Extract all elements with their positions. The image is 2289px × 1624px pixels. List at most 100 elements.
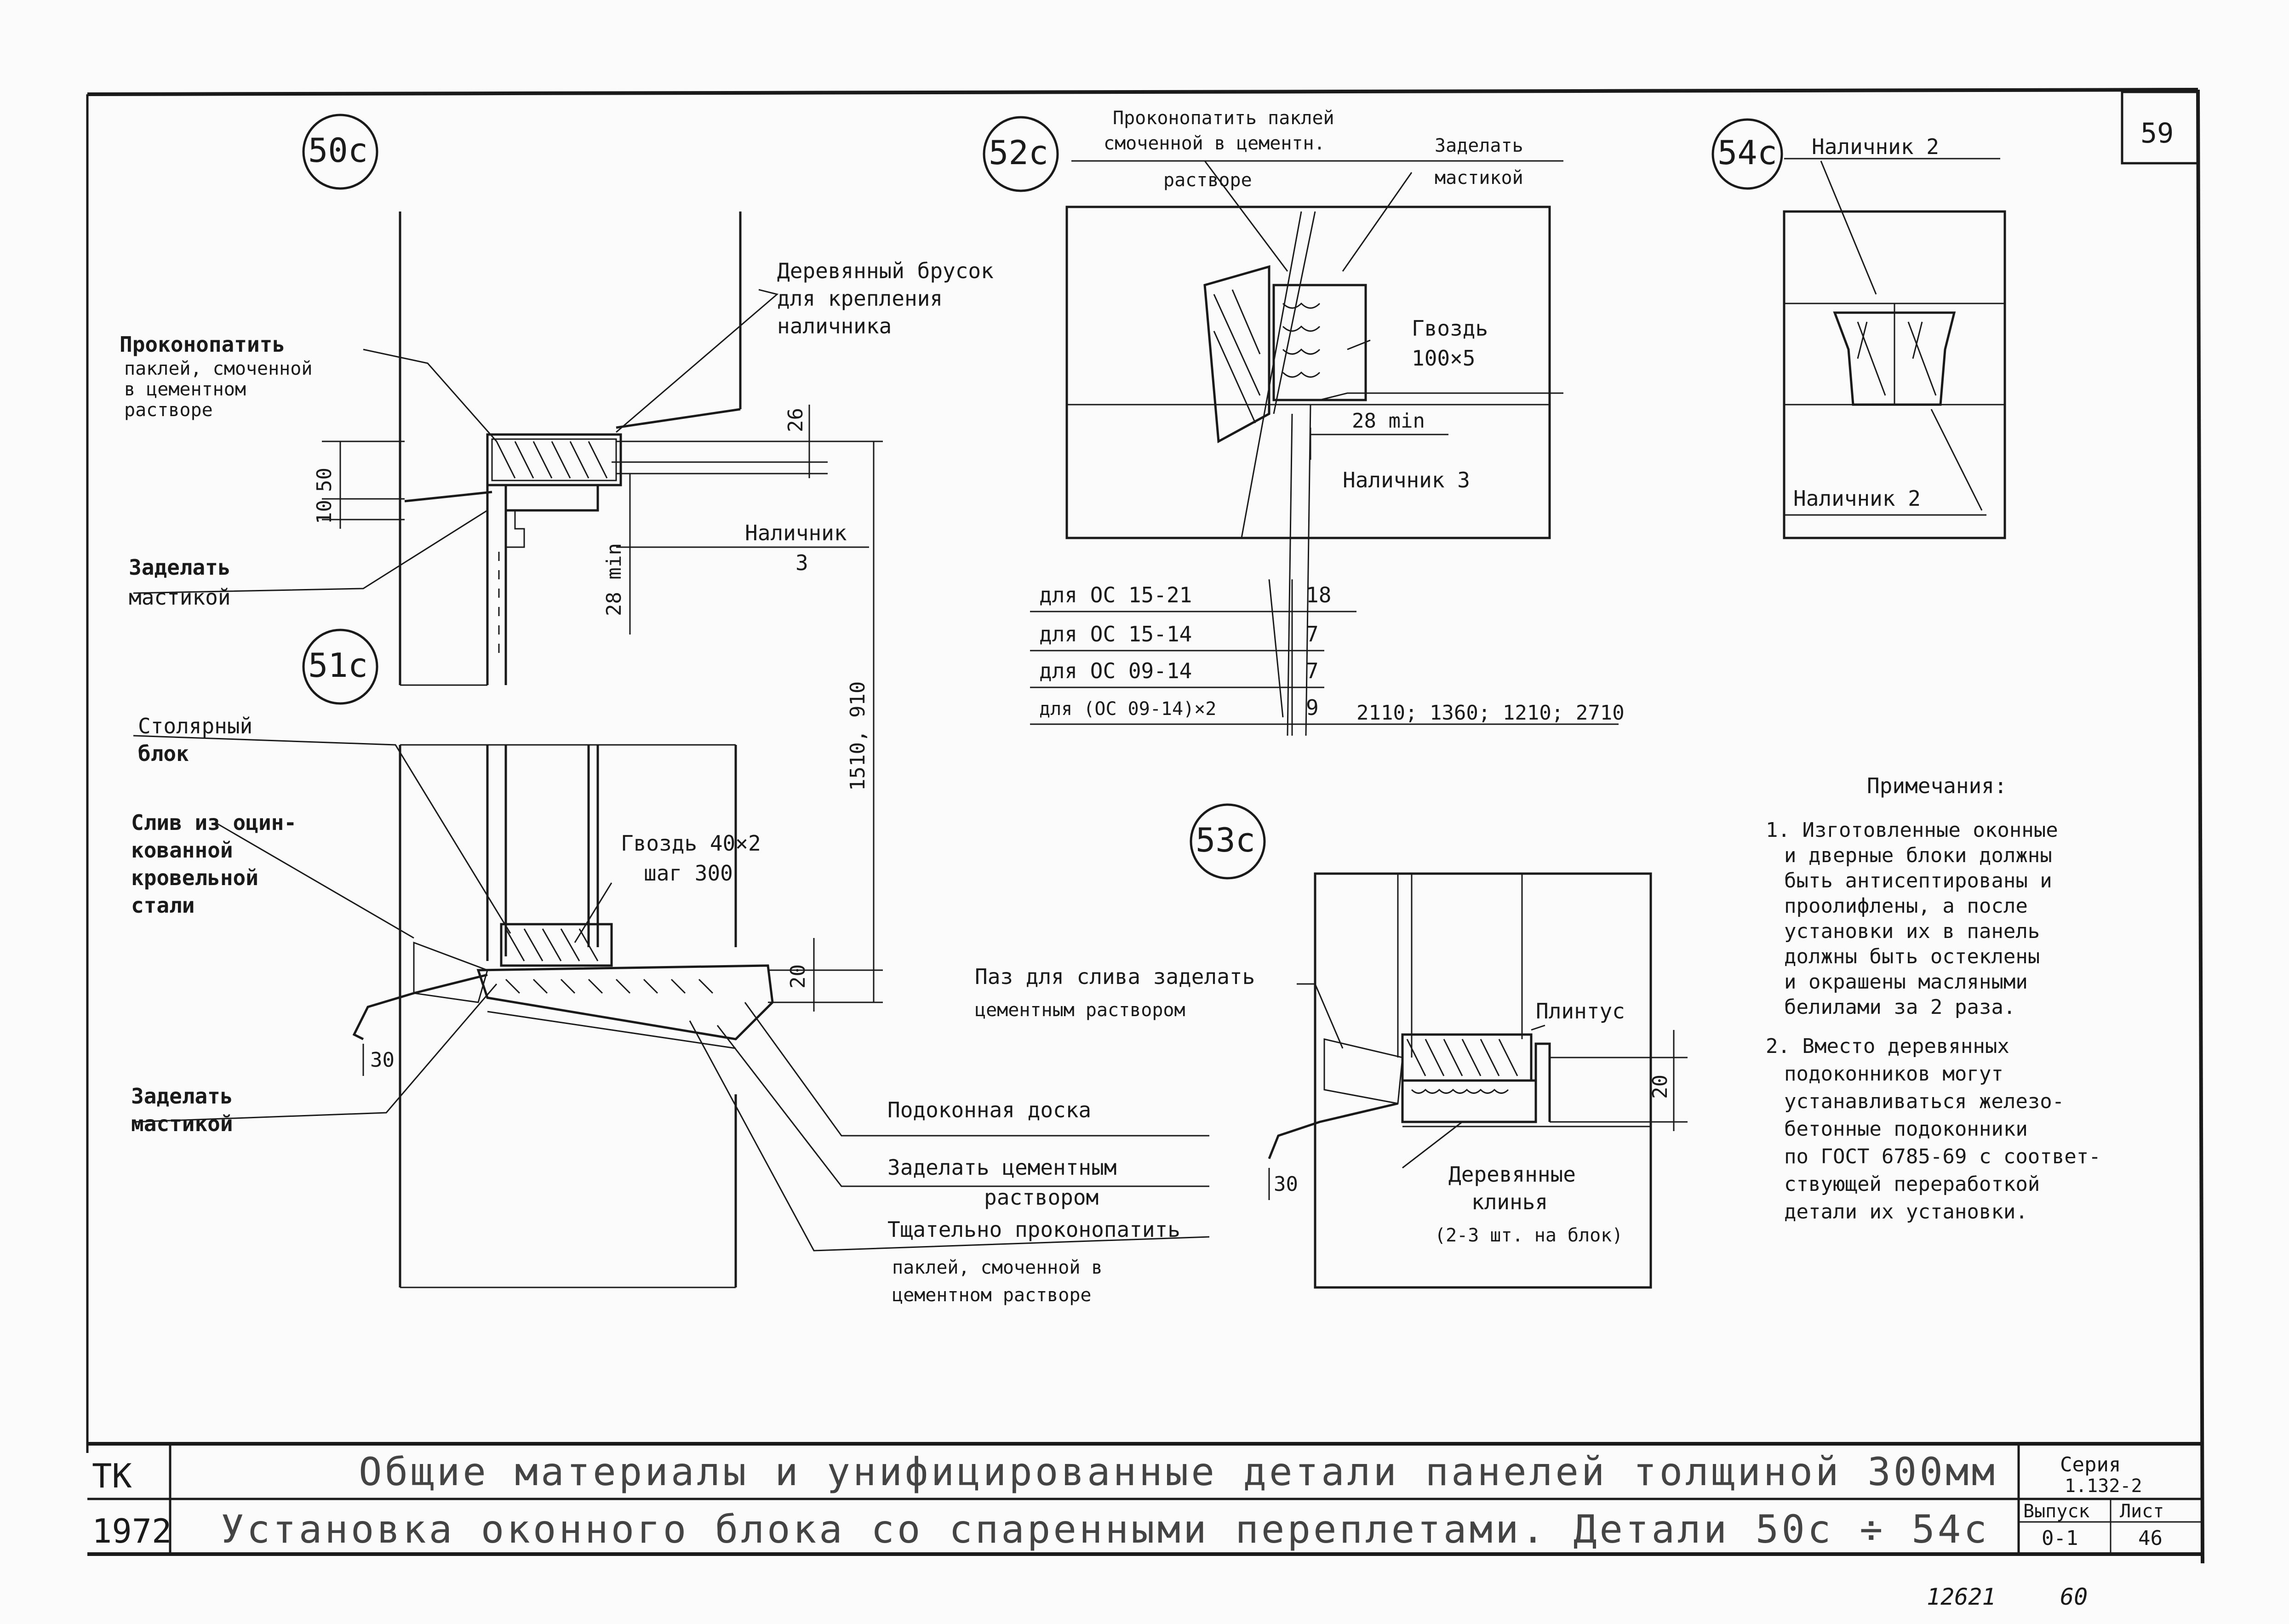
groove-label: цементным раствором	[975, 1000, 1185, 1021]
dim-label: 20	[786, 964, 810, 989]
notes: Примечания: 1. Изготовленные оконные и д…	[1766, 773, 2101, 1224]
wedges-label: Деревянные	[1448, 1162, 1576, 1187]
mastic-label: Заделать	[1435, 135, 1523, 156]
joinery-label: блок	[138, 741, 189, 766]
detail-51c: 51с	[133, 629, 1210, 1288]
table-row-value: 18	[1306, 583, 1331, 607]
dim-label: 30	[1274, 1172, 1298, 1196]
casing-label: Наличник 2	[1812, 134, 1939, 159]
tight-label: цементном растворе	[892, 1285, 1091, 1306]
joinery-label: Столярный	[138, 714, 252, 738]
caulk-label: Проконопатить паклей	[1113, 108, 1334, 129]
title-line-2: Установка оконного блока со спаренными п…	[221, 1507, 1990, 1552]
wedges-label: (2-3 шт. на блок)	[1435, 1225, 1623, 1246]
detail-51c-marker: 51с	[308, 646, 368, 685]
detail-50c-marker: 50с	[308, 131, 368, 170]
groove-label: Паз для слива заделать	[975, 964, 1255, 989]
detail-52c-labels: Проконопатить паклей смоченной в цементн…	[1039, 108, 1625, 725]
bar-label-52: 100×5	[1412, 346, 1475, 371]
note-line: и дверные блоки должны	[1784, 844, 2052, 867]
note-line: устанавливаться железо-	[1784, 1090, 2064, 1113]
detail-52c-marker: 52с	[989, 133, 1048, 172]
note-line: белилами за 2 раза.	[1784, 995, 2015, 1019]
drip-label: Слив из оцин-	[131, 810, 297, 835]
note-line: 2. Вместо деревянных	[1766, 1035, 2009, 1058]
detail-52c: 52с	[983, 116, 1619, 736]
caulk-label: растворе	[1163, 170, 1252, 191]
sill-label: Подоконная доска	[887, 1098, 1091, 1122]
archive-page: 60	[2060, 1584, 2088, 1610]
bar-label: Деревянный брусок	[777, 258, 994, 283]
nail-label: Гвоздь 40×2	[621, 831, 761, 856]
detail-53c-labels: Паз для слива заделать цементным раствор…	[975, 964, 1672, 1246]
org-code: ТК	[92, 1457, 132, 1495]
mastic-label: мастикой	[131, 1111, 233, 1136]
table-row-value: 7	[1306, 622, 1319, 646]
cement-label: Заделать цементным	[887, 1155, 1117, 1180]
note-line: установки их в панель	[1784, 920, 2040, 943]
series-label: Серия	[2060, 1453, 2121, 1476]
title-line-1: Общие материалы и унифицированные детали…	[359, 1449, 1997, 1494]
note-line: детали их установки.	[1784, 1200, 2028, 1224]
mastic-label: мастикой	[129, 585, 231, 610]
bar-label-52: Гвоздь	[1412, 316, 1488, 341]
drip-label: стали	[131, 893, 195, 918]
casing-label: Наличник 3	[1343, 468, 1470, 492]
cement-label: раствором	[984, 1185, 1099, 1210]
notes-heading: Примечания:	[1867, 773, 2007, 798]
detail-54c: 54с	[1711, 118, 2006, 539]
dim-label: 50	[313, 468, 336, 492]
note-line: 1. Изготовленные оконные	[1766, 818, 2058, 842]
casing-label: Наличник 2	[1793, 486, 1921, 511]
note-line: должны быть остеклены	[1784, 945, 2040, 968]
detail-54c-labels: Наличник 2 Наличник 2	[1793, 134, 1939, 511]
table-row-value: 7	[1306, 658, 1319, 683]
table-row-label: для ОС 09-14	[1039, 658, 1192, 683]
note-line: подоконников могут	[1784, 1062, 2003, 1086]
tight-label: паклей, смоченной в	[892, 1257, 1103, 1278]
sheet-value: 46	[2138, 1527, 2163, 1550]
ratio-table	[1030, 579, 1619, 736]
note-line: быть антисептированы и	[1784, 869, 2052, 892]
caulk-label: в цементном	[124, 379, 246, 400]
dim-label: 1510, 910	[846, 681, 870, 791]
table-row-value: 9	[1306, 695, 1319, 720]
bar-label: наличника	[777, 314, 892, 338]
detail-54c-marker: 54с	[1717, 133, 1777, 172]
year: 1972	[92, 1512, 172, 1550]
mastic-label: Заделать	[129, 555, 231, 580]
table-row-label: для ОС 15-14	[1039, 622, 1192, 646]
note-line: и окрашены масляными	[1784, 970, 2028, 994]
caulk-label: растворе	[124, 400, 213, 421]
detail-53c: 53с	[1190, 803, 1688, 1289]
issue-value: 0-1	[2042, 1527, 2078, 1550]
plinth-label: Плинтус	[1536, 999, 1625, 1024]
issue-label: Выпуск	[2023, 1501, 2090, 1522]
dim-label: 28 min	[1352, 409, 1425, 433]
sheet-number: 59	[2140, 117, 2174, 149]
casing-label: Наличник	[745, 520, 847, 545]
detail-51c-labels: Столярный блок Слив из оцин- кованной кр…	[131, 714, 1180, 1306]
wedges-label: клинья	[1471, 1189, 1548, 1214]
note-line: ствующей переработкой	[1784, 1172, 2040, 1196]
mastic-label: мастикой	[1435, 167, 1523, 189]
title-block	[87, 1442, 2203, 1556]
note-line: по ГОСТ 6785-69 с соответ-	[1784, 1145, 2101, 1168]
detail-50c: 50с	[133, 114, 883, 1002]
archive-number: 12621	[1927, 1584, 1996, 1610]
nail-label: шаг 300	[644, 861, 733, 886]
sheet-label: Лист	[2120, 1501, 2164, 1522]
detail-53c-marker: 53с	[1196, 821, 1255, 859]
table-row-label: для (ОС 09-14)×2	[1039, 698, 1216, 720]
dim-label: 10	[313, 500, 336, 524]
dim-label: 30	[370, 1048, 395, 1072]
dim-label: 20	[1648, 1075, 1672, 1099]
widths-label: 2110; 1360; 1210; 2710	[1356, 701, 1625, 725]
bar-label: для крепления	[777, 286, 943, 311]
series-value: 1.132-2	[2065, 1475, 2142, 1497]
sheet-frame	[86, 88, 2204, 1564]
drip-label: кровельной	[131, 865, 258, 890]
caulk-label: смоченной в цементн.	[1104, 133, 1325, 154]
